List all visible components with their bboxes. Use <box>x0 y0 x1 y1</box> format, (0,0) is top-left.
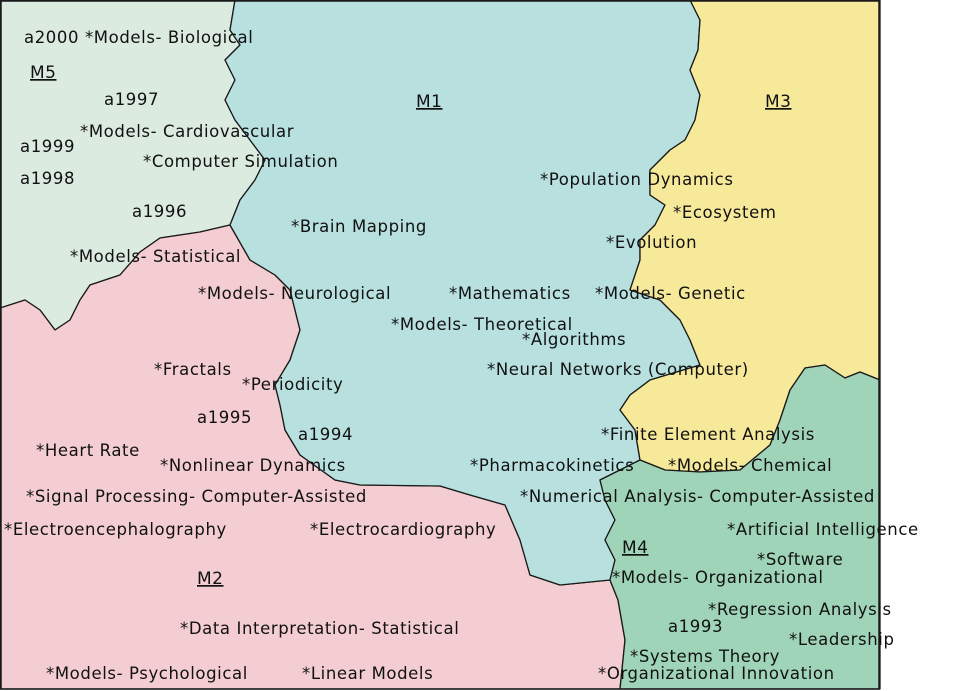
term-label-neural-networks[interactable]: *Neural Networks (Computer) <box>487 360 749 379</box>
term-label-artificial-intelligence[interactable]: *Artificial Intelligence <box>727 520 919 539</box>
term-label-nonlinear-dynamics[interactable]: *Nonlinear Dynamics <box>160 456 346 475</box>
term-label-cardiovascular[interactable]: *Models- Cardiovascular <box>80 122 294 141</box>
map-regions <box>0 0 881 690</box>
region-label-m4[interactable]: M4 <box>622 538 648 558</box>
term-label-organizational-innovation[interactable]: *Organizational Innovation <box>598 664 835 683</box>
map-frame <box>0 0 880 690</box>
region-label-m1[interactable]: M1 <box>416 92 442 112</box>
term-label-models-genetic[interactable]: *Models- Genetic <box>595 284 746 303</box>
term-label-ecosystem[interactable]: *Ecosystem <box>673 203 777 222</box>
term-label-leadership[interactable]: *Leadership <box>789 630 895 649</box>
term-label-models-organizational[interactable]: *Models- Organizational <box>612 568 824 587</box>
region-m4[interactable] <box>599 364 881 690</box>
term-label-electrocardiography[interactable]: *Electrocardiography <box>310 520 496 539</box>
term-label-signal-processing[interactable]: *Signal Processing- Computer-Assisted <box>26 487 367 506</box>
term-label-models-theoretical[interactable]: *Models- Theoretical <box>391 315 573 334</box>
term-label-periodicity[interactable]: *Periodicity <box>242 375 343 394</box>
term-label-models-neurological[interactable]: *Models- Neurological <box>198 284 391 303</box>
region-label-m2[interactable]: M2 <box>197 569 223 589</box>
term-label-finite-element[interactable]: *Finite Element Analysis <box>601 425 815 444</box>
term-label-a1996[interactable]: a1996 <box>132 202 187 221</box>
term-label-algorithms[interactable]: *Algorithms <box>522 330 626 349</box>
term-label-a1994[interactable]: a1994 <box>298 425 353 444</box>
term-label-software[interactable]: *Software <box>757 550 843 569</box>
term-label-a1995[interactable]: a1995 <box>197 408 252 427</box>
term-label-a1997[interactable]: a1997 <box>104 90 159 109</box>
term-label-a1998[interactable]: a1998 <box>20 169 75 188</box>
term-label-mathematics[interactable]: *Mathematics <box>449 284 571 303</box>
term-label-fractals[interactable]: *Fractals <box>154 360 232 379</box>
term-label-a1999[interactable]: a1999 <box>20 137 75 156</box>
region-label-m5[interactable]: M5 <box>30 63 56 83</box>
term-label-systems-theory[interactable]: *Systems Theory <box>630 647 780 666</box>
term-label-models-statistical[interactable]: *Models- Statistical <box>70 247 241 266</box>
term-label-a1993[interactable]: a1993 <box>668 617 723 636</box>
term-label-numerical-analysis[interactable]: *Numerical Analysis- Computer-Assisted <box>520 487 875 506</box>
term-label-brain-mapping[interactable]: *Brain Mapping <box>291 217 427 236</box>
term-label-pharmacokinetics[interactable]: *Pharmacokinetics <box>470 456 634 475</box>
region-label-m3[interactable]: M3 <box>765 92 791 112</box>
term-label-data-interpretation[interactable]: *Data Interpretation- Statistical <box>180 619 459 638</box>
term-label-regression-analysis[interactable]: *Regression Analysis <box>708 600 892 619</box>
term-label-biological[interactable]: a2000 *Models- Biological <box>24 28 253 47</box>
term-label-computer-simulation[interactable]: *Computer Simulation <box>143 152 338 171</box>
term-label-models-psychological[interactable]: *Models- Psychological <box>46 664 248 683</box>
term-label-electroencephalography[interactable]: *Electroencephalography <box>4 520 227 539</box>
term-label-linear-models[interactable]: *Linear Models <box>302 664 433 683</box>
term-label-population-dynamics[interactable]: *Population Dynamics <box>540 170 734 189</box>
term-label-heart-rate[interactable]: *Heart Rate <box>36 441 140 460</box>
term-label-models-chemical[interactable]: *Models- Chemical <box>668 456 832 475</box>
term-label-evolution[interactable]: *Evolution <box>606 233 697 252</box>
